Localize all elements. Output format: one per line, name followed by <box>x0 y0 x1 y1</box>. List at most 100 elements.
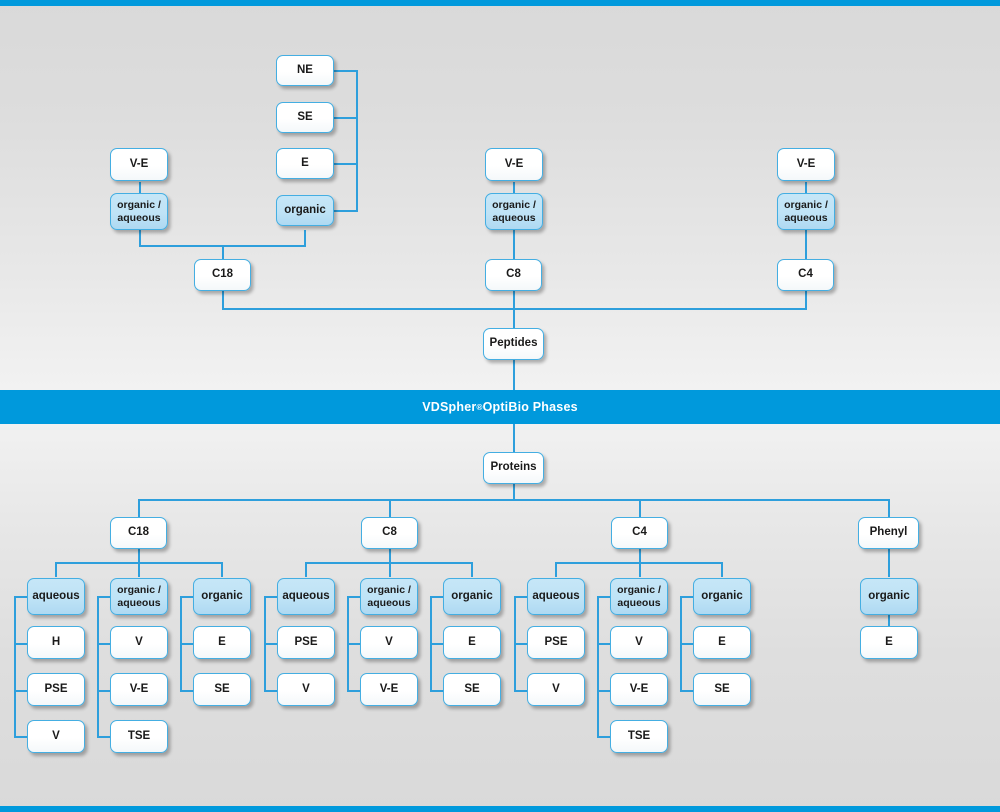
node-h-c18[interactable]: H <box>27 626 85 659</box>
node-organic-c4-proteins[interactable]: organic <box>693 578 751 615</box>
node-c8-peptides[interactable]: C8 <box>485 259 542 291</box>
node-ve-c4-peptides[interactable]: V-E <box>777 148 835 181</box>
node-organic-phenyl[interactable]: organic <box>860 578 918 615</box>
node-pse-c18[interactable]: PSE <box>27 673 85 706</box>
rail-c4-aqueous-c1 <box>514 643 530 645</box>
node-se-peptides[interactable]: SE <box>276 102 334 133</box>
connector-ve-oa-c8 <box>513 182 515 193</box>
connector-c18-to-aqueous <box>55 562 57 577</box>
node-organic-aqueous-c8-proteins[interactable]: organic / aqueous <box>360 578 418 615</box>
rail-c8-oa-c2 <box>347 690 363 692</box>
node-organic-aqueous-c4-proteins[interactable]: organic / aqueous <box>610 578 668 615</box>
node-organic-c8-proteins[interactable]: organic <box>443 578 501 615</box>
node-tse-c4-oa[interactable]: TSE <box>610 720 668 753</box>
connector-c8-fan-down <box>389 549 391 563</box>
rail-c8-aqueous-head <box>264 596 280 598</box>
connector-organic-bus <box>356 70 358 212</box>
rail-c4-organic-c2 <box>680 690 696 692</box>
rail-c18-aqueous-c1 <box>14 643 30 645</box>
node-phenyl-proteins[interactable]: Phenyl <box>858 517 919 549</box>
node-organic-c18-peptides[interactable]: organic <box>276 195 334 226</box>
node-aqueous-c8-proteins[interactable]: aqueous <box>277 578 335 615</box>
rail-c18-aqueous-head <box>14 596 30 598</box>
node-ve-c18-peptides[interactable]: V-E <box>110 148 168 181</box>
node-c18-peptides[interactable]: C18 <box>194 259 251 291</box>
rail-c4-organic-c1 <box>680 643 696 645</box>
node-e-c8-organic[interactable]: E <box>443 626 501 659</box>
connector-se <box>334 117 358 119</box>
node-organic-aqueous-c8-peptides[interactable]: organic / aqueous <box>485 193 543 230</box>
node-organic-aqueous-c4-peptides[interactable]: organic / aqueous <box>777 193 835 230</box>
node-c18-proteins[interactable]: C18 <box>110 517 167 549</box>
connector-organic-top <box>334 210 358 212</box>
rail-c18-oa-head <box>97 596 113 598</box>
node-v-c4-aqueous[interactable]: V <box>527 673 585 706</box>
node-c4-peptides[interactable]: C4 <box>777 259 834 291</box>
node-se-c4-organic[interactable]: SE <box>693 673 751 706</box>
node-c4-proteins[interactable]: C4 <box>611 517 668 549</box>
connector-peptides-to-banner <box>513 360 515 392</box>
rail-c4-aqueous-head <box>514 596 530 598</box>
node-ve-c8-peptides[interactable]: V-E <box>485 148 543 181</box>
node-pse-c4[interactable]: PSE <box>527 626 585 659</box>
node-organic-aqueous-c18-peptides[interactable]: organic / aqueous <box>110 193 168 230</box>
node-e-c4-organic[interactable]: E <box>693 626 751 659</box>
rail-c18-organic-c1 <box>180 643 196 645</box>
connector-c8-to-oa <box>389 562 391 577</box>
connector-bus-to-c4 <box>639 499 641 517</box>
node-ve-c18-oa[interactable]: V-E <box>110 673 168 706</box>
connector-c18-to-organic <box>221 562 223 577</box>
node-tse-c18-oa[interactable]: TSE <box>110 720 168 753</box>
node-pse-c8[interactable]: PSE <box>277 626 335 659</box>
node-v-c8-aqueous[interactable]: V <box>277 673 335 706</box>
rail-c18-oa-c2 <box>97 690 113 692</box>
connector-bus-to-phenyl <box>888 499 890 517</box>
node-aqueous-c18-proteins[interactable]: aqueous <box>27 578 85 615</box>
node-ne[interactable]: NE <box>276 55 334 86</box>
rail-c8-aqueous-c1 <box>264 643 280 645</box>
connector-c4-to-aqueous <box>555 562 557 577</box>
node-ve-c8-oa[interactable]: V-E <box>360 673 418 706</box>
connector-c4-fan-bus <box>555 562 722 564</box>
node-e-peptides[interactable]: E <box>276 148 334 179</box>
rail-c18-oa-c1 <box>97 643 113 645</box>
node-e-phenyl[interactable]: E <box>860 626 918 659</box>
rail-c18-oa <box>97 596 99 736</box>
connector-c18-fan-down <box>138 549 140 563</box>
connector-organic-down <box>304 230 306 246</box>
connector-bus-to-c18 <box>138 499 140 517</box>
connector-c8-to-organic <box>471 562 473 577</box>
node-v-c8-oa[interactable]: V <box>360 626 418 659</box>
banner-rest: OptiBio Phases <box>482 400 578 414</box>
rail-c8-organic-head <box>430 596 446 598</box>
connector-oa-c8-down <box>513 230 515 259</box>
node-se-c18-organic[interactable]: SE <box>193 673 251 706</box>
node-v-c18-aqueous[interactable]: V <box>27 720 85 753</box>
node-peptides[interactable]: Peptides <box>483 328 544 360</box>
node-ve-c4-oa[interactable]: V-E <box>610 673 668 706</box>
rail-c8-oa-c1 <box>347 643 363 645</box>
node-v-c18-oa[interactable]: V <box>110 626 168 659</box>
connector-bus-to-c8 <box>389 499 391 517</box>
rail-c4-oa-c2 <box>597 690 613 692</box>
connector-c18-to-oa <box>138 562 140 577</box>
node-se-c8-organic[interactable]: SE <box>443 673 501 706</box>
node-proteins[interactable]: Proteins <box>483 452 544 484</box>
connector-phenyl-to-organic <box>888 549 890 577</box>
node-organic-aqueous-c18-proteins[interactable]: organic / aqueous <box>110 578 168 615</box>
node-e-c18-organic[interactable]: E <box>193 626 251 659</box>
node-c8-proteins[interactable]: C8 <box>361 517 418 549</box>
connector-c8-to-aqueous <box>305 562 307 577</box>
connector-c4-to-oa <box>639 562 641 577</box>
connector-oa-down-c18 <box>139 230 141 246</box>
banner-brand: VDSpher <box>422 400 477 414</box>
connector-ne <box>334 70 358 72</box>
connector-c8-fan-bus <box>305 562 472 564</box>
node-v-c4-oa[interactable]: V <box>610 626 668 659</box>
node-aqueous-c4-proteins[interactable]: aqueous <box>527 578 585 615</box>
connector-banner-to-proteins <box>513 422 515 453</box>
connector-proteins-bus <box>138 499 889 501</box>
connector-c18-merge-down <box>222 245 224 259</box>
node-organic-c18-proteins[interactable]: organic <box>193 578 251 615</box>
